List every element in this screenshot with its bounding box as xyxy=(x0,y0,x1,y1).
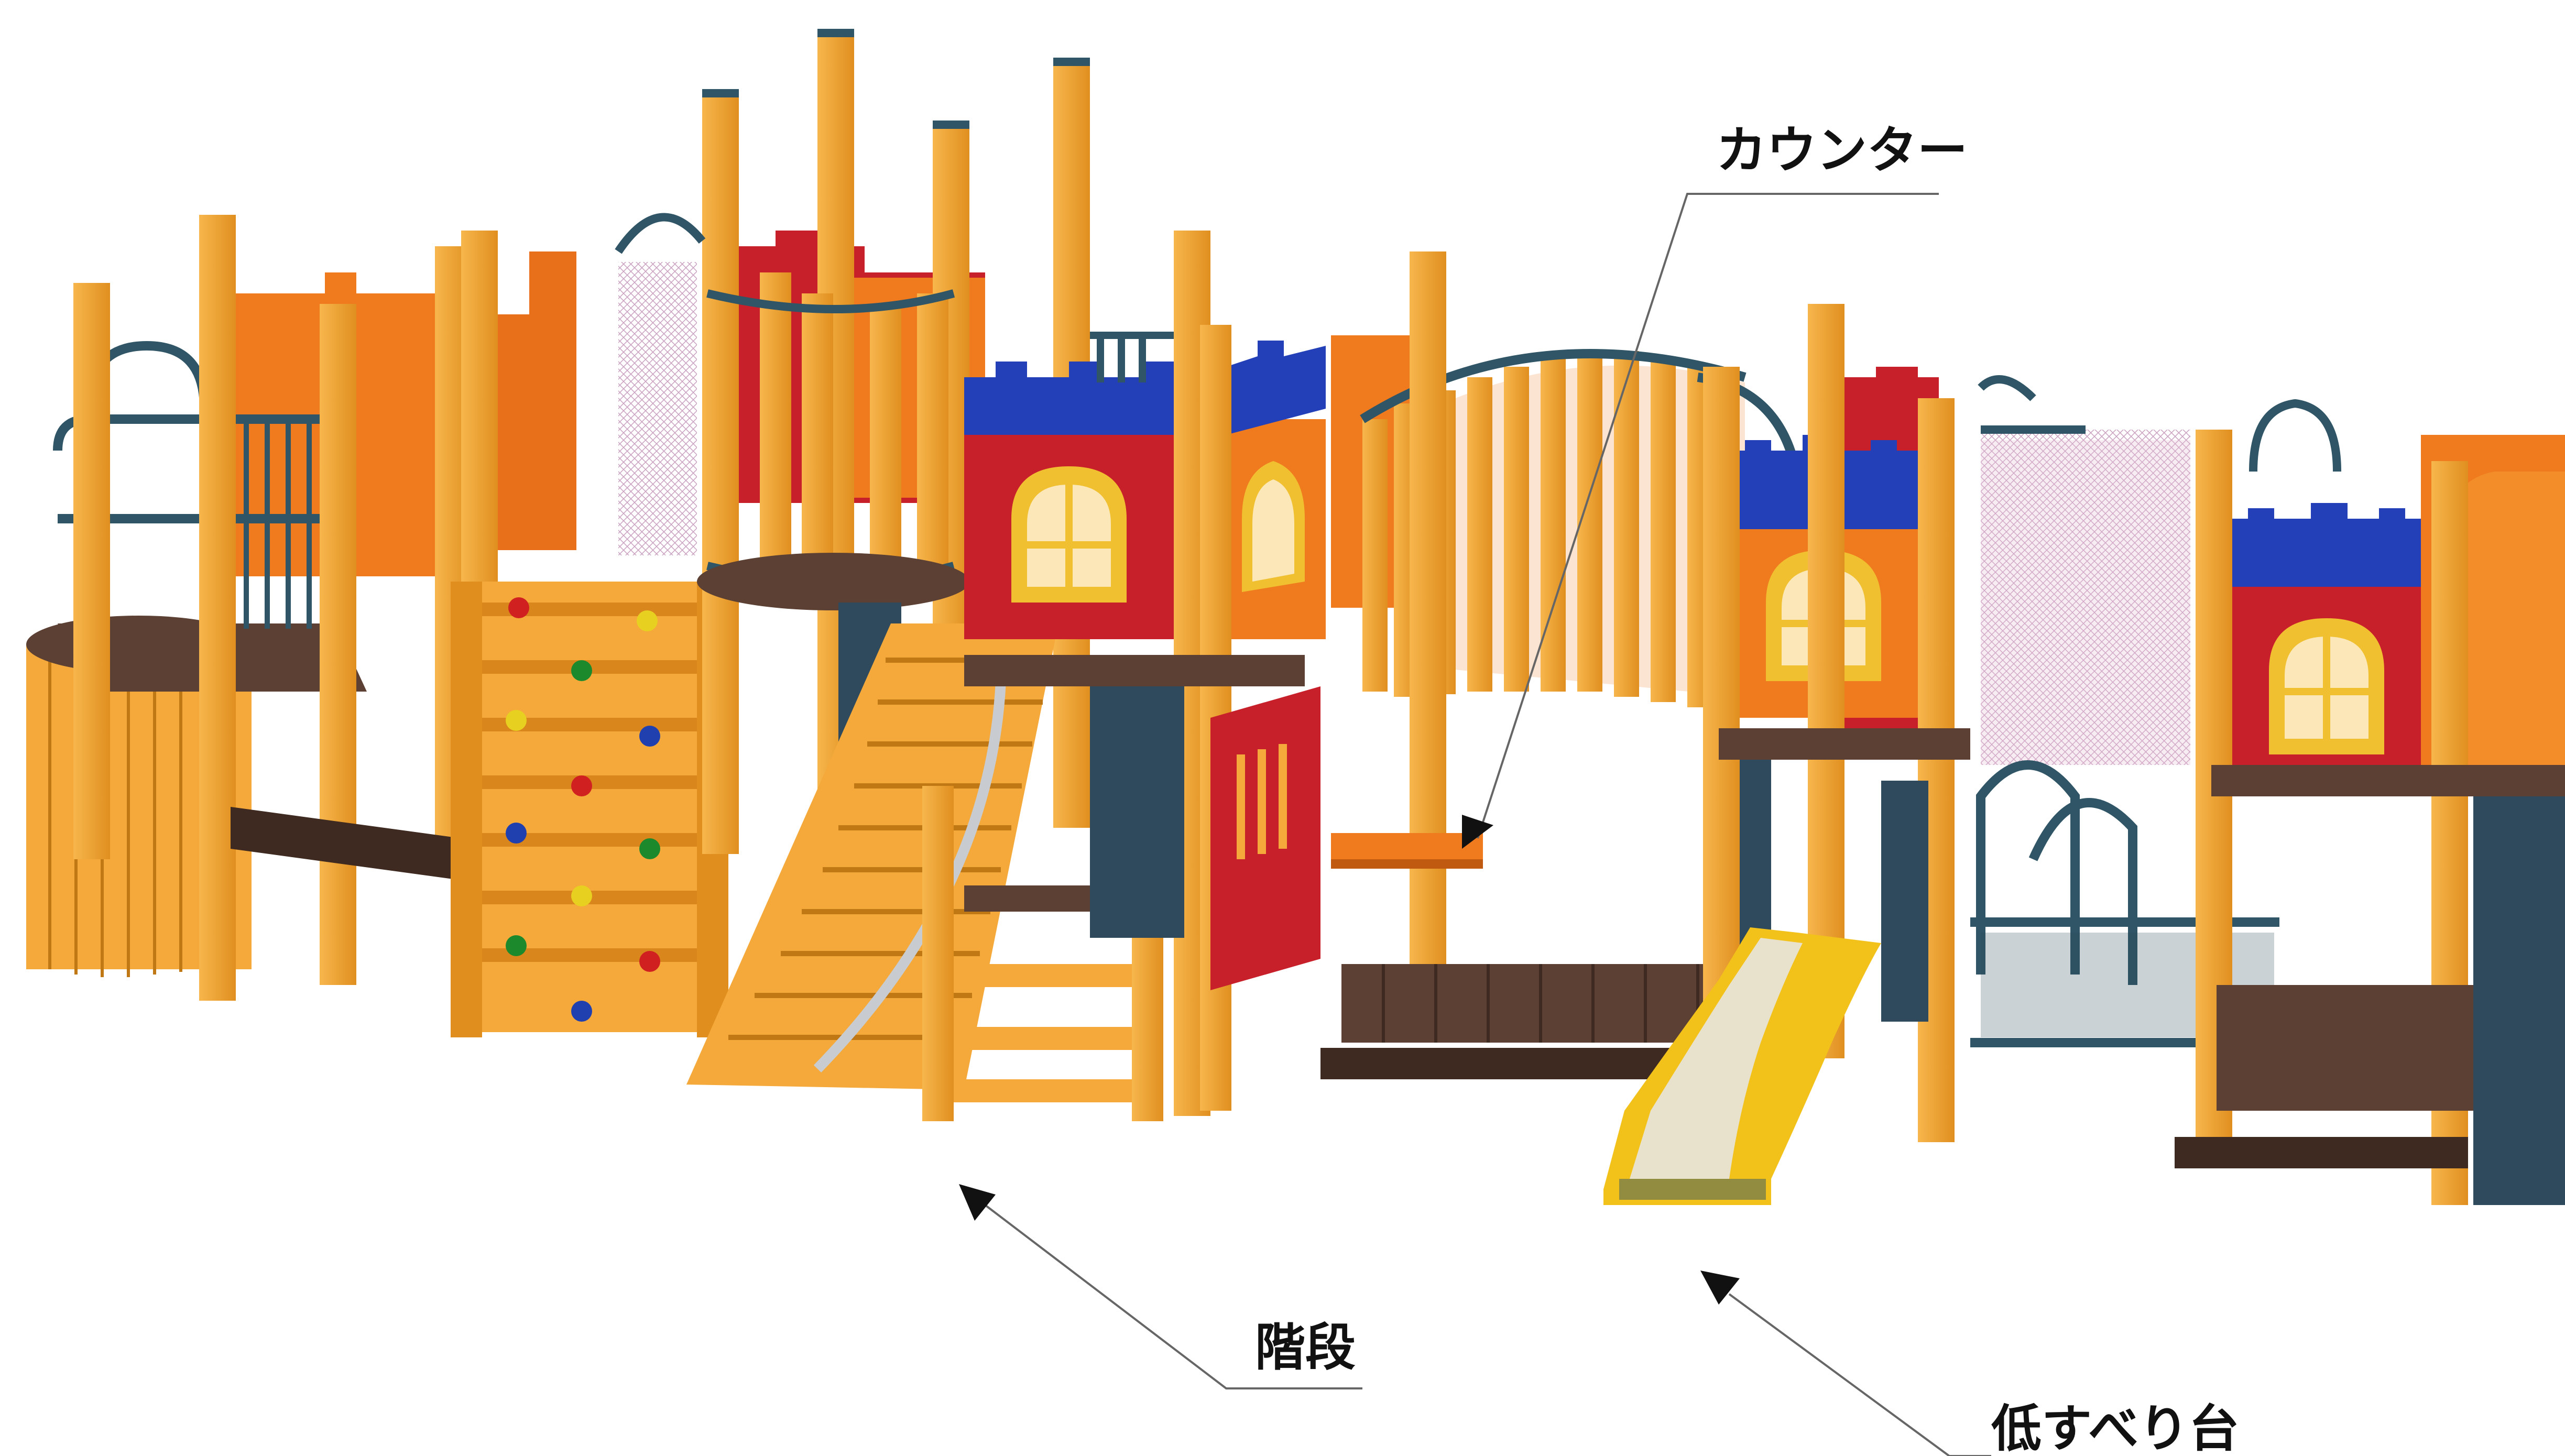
leader-line-counter xyxy=(1477,193,1939,839)
triangle-arrow-icon xyxy=(1462,815,1493,849)
rope-net-left xyxy=(615,213,706,555)
label-low-slide: 低すべり台 xyxy=(1991,1399,2239,1456)
triangle-arrow-icon xyxy=(959,1184,996,1221)
counter xyxy=(1331,833,1483,869)
label-stairs: 階段 xyxy=(1255,1318,1356,1377)
callout-counter: カウンター xyxy=(1462,121,1968,849)
callout-stairs: 階段 xyxy=(959,1184,1362,1389)
window-left-castle xyxy=(1011,466,1127,603)
triangle-arrow-icon xyxy=(1700,1271,1740,1305)
leader-line-stairs xyxy=(984,1204,1362,1389)
left-tower xyxy=(26,215,576,1001)
stairs-ramp xyxy=(686,623,1058,1090)
castle-tower-center xyxy=(964,231,1326,1116)
blue-crenel xyxy=(964,362,1226,435)
low-slide xyxy=(1603,927,1881,1205)
blue-crenel-right-2 xyxy=(2217,503,2431,587)
label-counter: カウンター xyxy=(1716,121,1968,180)
callout-low-slide: 低すべり台 xyxy=(1700,1271,2239,1456)
rail-center xyxy=(1090,332,1174,382)
window-right-2 xyxy=(2269,618,2384,754)
climbing-holds xyxy=(506,597,660,1022)
window-side-castle xyxy=(1242,461,1305,592)
red-side-panel xyxy=(1210,686,1320,990)
net-panel xyxy=(1978,375,2190,765)
posts-left xyxy=(73,215,498,1001)
right-tower-2 xyxy=(2175,399,2565,1205)
right-tower-1 xyxy=(1703,304,1970,1142)
climbing-wall xyxy=(451,582,728,1037)
leader-line-low-slide xyxy=(1728,1293,1991,1456)
